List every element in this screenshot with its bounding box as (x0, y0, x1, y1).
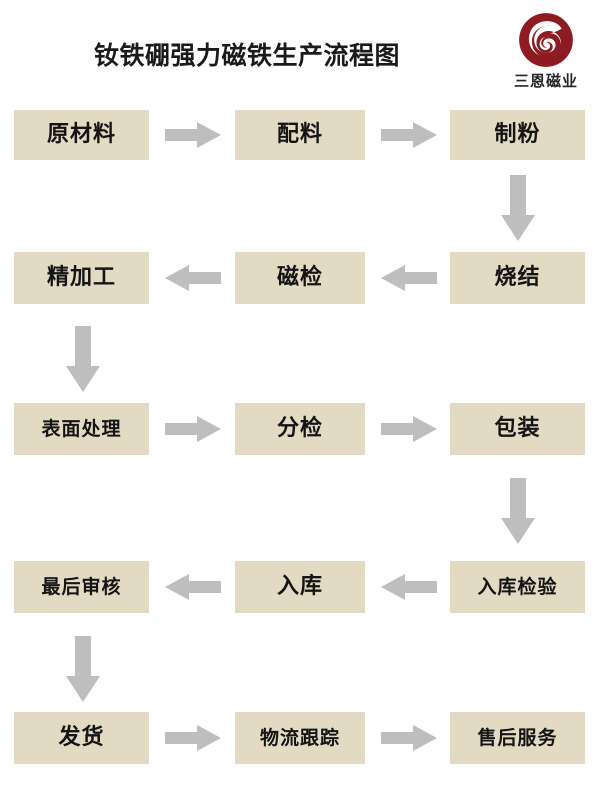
flow-node-batching[interactable]: 配料 (235, 110, 365, 160)
flow-arrow-right-icon (381, 416, 437, 442)
flow-node-label: 发货 (58, 725, 105, 750)
flow-arrow-right-icon (165, 416, 221, 442)
spiral-swirl-logo-icon (518, 12, 574, 68)
flow-arrow-left-icon (165, 574, 221, 600)
flow-node-raw-material[interactable]: 原材料 (14, 110, 149, 160)
flow-node-label: 包装 (494, 416, 541, 441)
flow-node-shipment[interactable]: 发货 (14, 712, 149, 764)
flow-node-warehousing[interactable]: 入库 (235, 561, 365, 613)
flow-node-label: 分检 (276, 416, 323, 441)
flow-node-sintering[interactable]: 烧结 (450, 252, 585, 304)
flow-arrow-right-icon (165, 122, 221, 148)
flow-node-magnetic-inspection[interactable]: 磁检 (235, 252, 365, 304)
flow-arrow-down-icon (66, 326, 100, 392)
flow-node-powder-making[interactable]: 制粉 (450, 110, 585, 160)
flow-node-label: 售后服务 (477, 726, 558, 749)
flow-node-label: 最后审核 (41, 575, 122, 598)
flow-node-packaging[interactable]: 包装 (450, 403, 585, 455)
flow-node-fine-machining[interactable]: 精加工 (14, 252, 149, 304)
page-title: 钕铁硼强力磁铁生产流程图 (93, 41, 400, 70)
flow-arrow-down-icon (66, 636, 100, 702)
flow-arrow-right-icon (381, 725, 437, 751)
flow-arrow-down-icon (501, 478, 535, 544)
flow-node-label: 入库检验 (477, 575, 558, 598)
flow-node-label: 烧结 (494, 265, 541, 290)
flow-node-surface-treatment[interactable]: 表面处理 (14, 403, 149, 455)
flow-node-label: 磁检 (276, 265, 323, 290)
flow-node-label: 配料 (276, 122, 323, 147)
flow-arrow-down-icon (501, 175, 535, 241)
flow-node-label: 原材料 (46, 122, 116, 147)
flow-node-label: 入库 (276, 574, 323, 599)
flow-node-warehouse-inspection[interactable]: 入库检验 (450, 561, 585, 613)
diagram-header: 钕铁硼强力磁铁生产流程图 三恩磁业 (0, 0, 600, 108)
flow-node-label: 制粉 (494, 122, 541, 147)
flow-arrow-right-icon (165, 725, 221, 751)
flow-node-final-review[interactable]: 最后审核 (14, 561, 149, 613)
flow-arrow-left-icon (381, 265, 437, 291)
flow-arrow-left-icon (381, 574, 437, 600)
brand-name: 三恩磁业 (513, 72, 578, 90)
flow-node-sorting[interactable]: 分检 (235, 403, 365, 455)
flow-arrow-left-icon (165, 265, 221, 291)
flow-node-after-sales-service[interactable]: 售后服务 (450, 712, 585, 764)
flow-node-logistics-tracking[interactable]: 物流跟踪 (235, 712, 365, 764)
flow-node-label: 精加工 (46, 265, 116, 290)
flow-node-label: 表面处理 (41, 417, 122, 440)
flow-node-label: 物流跟踪 (259, 726, 340, 749)
brand-logo: 三恩磁业 (498, 12, 594, 100)
flow-arrow-right-icon (381, 122, 437, 148)
